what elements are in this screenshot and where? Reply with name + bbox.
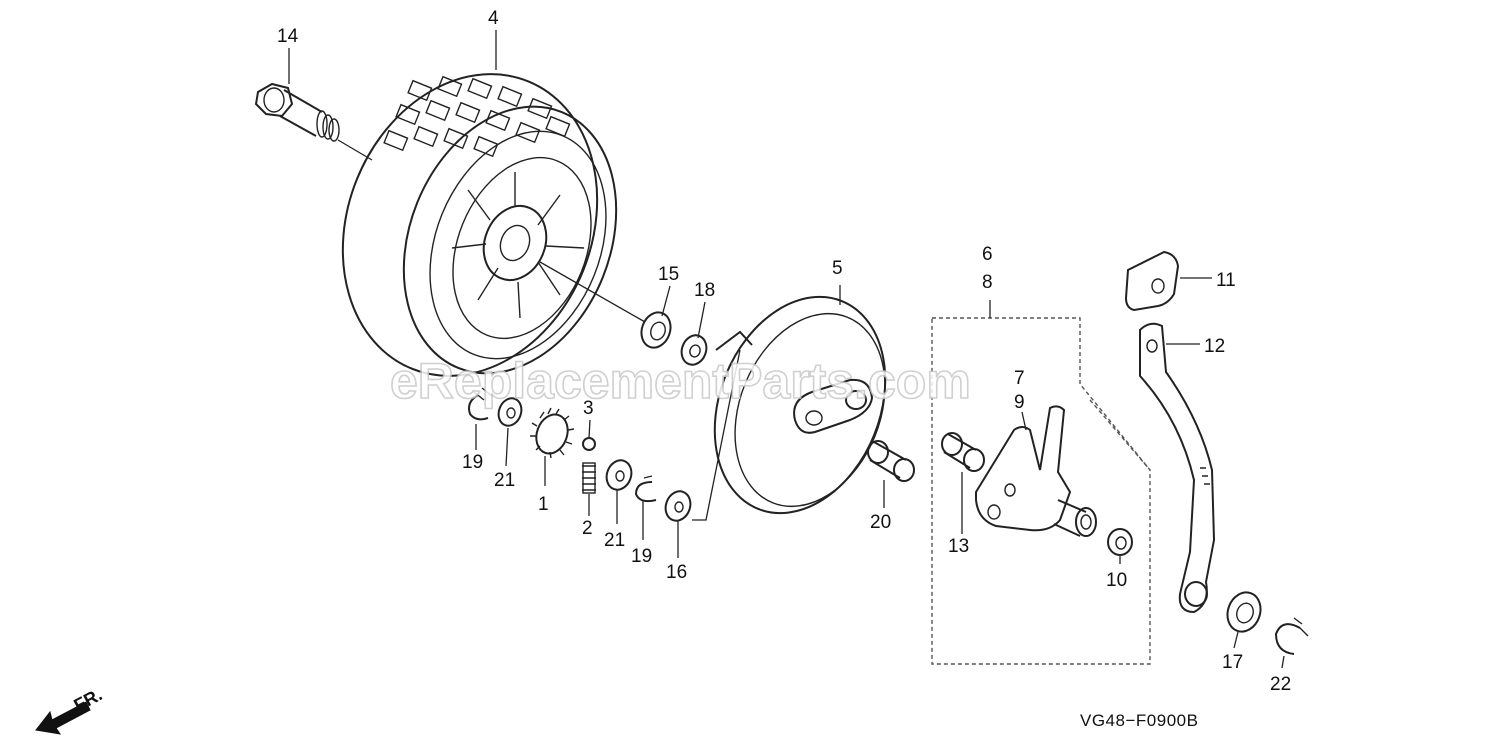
callout-5: 5 xyxy=(832,258,843,279)
alignment-line xyxy=(1089,399,1151,471)
part-19-clip-a[interactable] xyxy=(468,387,493,421)
part-15-seal[interactable] xyxy=(637,308,676,351)
part-7-9-lever-arm[interactable] xyxy=(975,405,1097,537)
part-10-nut[interactable] xyxy=(1107,528,1133,564)
callout-15: 15 xyxy=(658,264,679,285)
callout-20: 20 xyxy=(870,512,891,533)
part-4-wheel[interactable] xyxy=(299,36,655,415)
part-18-washer[interactable] xyxy=(678,332,711,368)
callout-3: 3 xyxy=(583,398,594,419)
callout-18: 18 xyxy=(694,280,715,301)
part-14-axle-bolt[interactable] xyxy=(254,82,373,161)
front-direction-arrow-icon: FR. xyxy=(35,684,105,735)
callout-19-a: 19 xyxy=(462,452,483,473)
callout-8: 8 xyxy=(982,272,993,293)
callout-9: 9 xyxy=(1014,392,1025,413)
callout-2: 2 xyxy=(582,518,593,539)
callout-13: 13 xyxy=(948,536,969,557)
callout-17: 17 xyxy=(1222,652,1243,673)
part-5-housing-cover[interactable] xyxy=(684,271,916,539)
callout-10: 10 xyxy=(1106,570,1127,591)
part-21-washer-a[interactable] xyxy=(495,395,525,429)
part-16-washer[interactable] xyxy=(662,488,695,524)
part-2-spring[interactable] xyxy=(582,462,596,494)
part-22-circlip[interactable] xyxy=(1274,617,1309,655)
callout-11: 11 xyxy=(1216,270,1236,291)
watermark-text: eReplacementParts.com xyxy=(390,353,971,409)
figure-code: VG48−F0900B xyxy=(1080,711,1198,730)
part-13-pin[interactable] xyxy=(941,432,985,472)
callout-22: 22 xyxy=(1270,674,1291,695)
callout-6: 6 xyxy=(982,244,993,265)
part-3-ball[interactable] xyxy=(582,437,596,451)
part-11-block[interactable] xyxy=(1124,250,1212,312)
callout-leaders xyxy=(288,30,1285,669)
callout-19-b: 19 xyxy=(631,546,652,567)
callout-16: 16 xyxy=(666,562,687,583)
callout-labels: 14 4 15 18 5 6 8 11 12 7 9 3 19 21 1 2 2… xyxy=(277,8,1291,695)
callout-14: 14 xyxy=(277,26,299,47)
part-17-washer[interactable] xyxy=(1222,588,1266,637)
part-19-clip-b[interactable] xyxy=(634,475,657,503)
callout-7: 7 xyxy=(1014,368,1025,389)
callout-1: 1 xyxy=(538,494,549,515)
callout-12: 12 xyxy=(1204,336,1225,357)
part-21-washer-b[interactable] xyxy=(603,457,636,493)
part-1-pinion-gear[interactable] xyxy=(530,407,575,459)
part-12-bracket[interactable] xyxy=(1139,322,1216,614)
part-20-bushing[interactable] xyxy=(867,440,915,482)
callout-21-a: 21 xyxy=(494,470,515,491)
callout-21-b: 21 xyxy=(604,530,625,551)
callout-4: 4 xyxy=(488,8,499,29)
